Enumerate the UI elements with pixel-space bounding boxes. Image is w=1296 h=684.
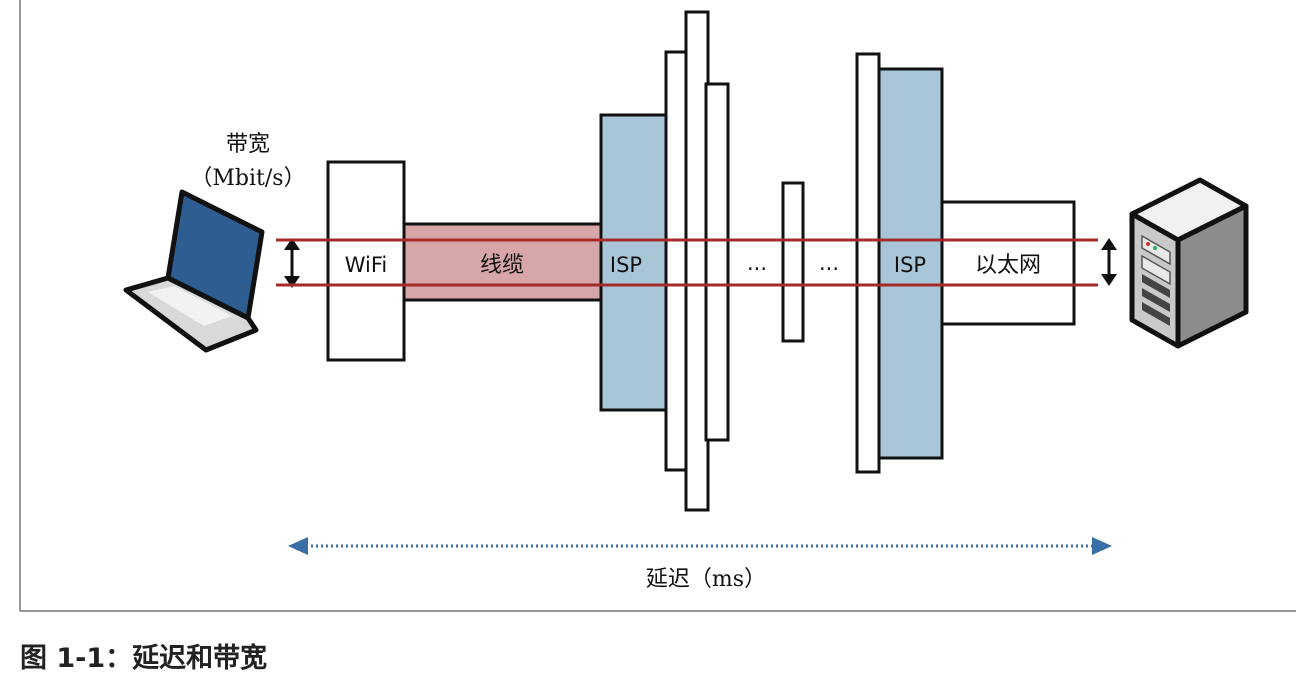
network-hop-bar: [781, 181, 805, 343]
server-icon: [1129, 177, 1249, 349]
network-hop-bar: [704, 82, 730, 442]
wifi-box: [326, 160, 406, 362]
figure-frame: 带宽 （Mbit/s） WiFi 线缆 ISP ... ... ISP 以太网: [19, 0, 1296, 612]
laptop-icon: [123, 189, 265, 353]
bandwidth-arrow-right-icon: [1101, 238, 1117, 286]
ethernet-box: [940, 200, 1076, 326]
isp-right-box: [876, 67, 944, 460]
bandwidth-label: 带宽: [226, 132, 270, 157]
latency-arrow-icon: [288, 537, 1112, 555]
wifi-label: WiFi: [345, 253, 388, 277]
ellipsis-label: ...: [747, 251, 767, 275]
figure-caption: 图 1-1：延迟和带宽: [20, 643, 268, 674]
cable-box: [402, 222, 604, 302]
cable-label: 线缆: [480, 253, 524, 278]
bandwidth-arrow-left-icon: [284, 238, 300, 288]
isp-right-label: ISP: [894, 253, 926, 277]
isp-left-label: ISP: [610, 253, 642, 277]
ellipsis-label: ...: [819, 251, 839, 275]
network-hop-bar: [855, 52, 881, 474]
latency-label: 延迟（ms）: [646, 567, 766, 592]
bandwidth-unit: （Mbit/s）: [190, 166, 305, 191]
ethernet-label: 以太网: [975, 253, 1041, 278]
